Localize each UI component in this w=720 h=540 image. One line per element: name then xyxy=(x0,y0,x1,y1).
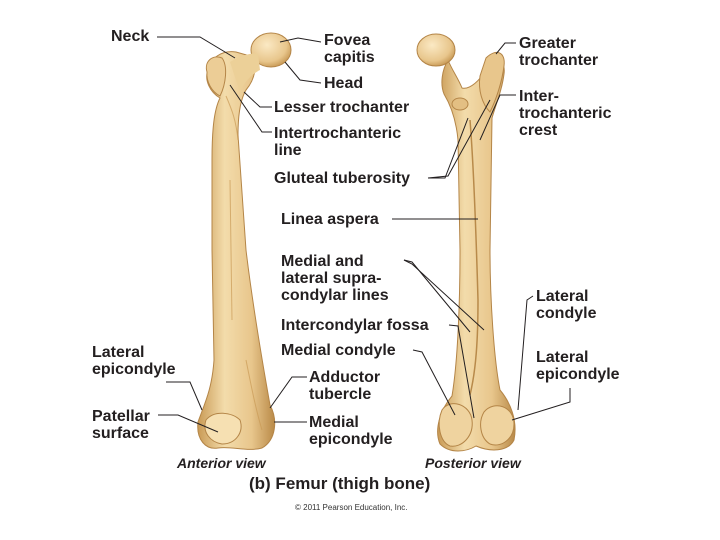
leader-supracondylar-a xyxy=(403,259,471,333)
label-medial-epicondyle: Medial epicondyle xyxy=(309,414,393,448)
posterior-view-label: Posterior view xyxy=(425,455,521,471)
label-neck: Neck xyxy=(111,28,150,45)
leader-lines xyxy=(157,36,571,433)
label-greater-trochanter: Greater trochanter xyxy=(519,35,599,69)
leader-lateral-epicondyle-right xyxy=(511,388,571,421)
label-intercondylar-fossa: Intercondylar fossa xyxy=(281,317,429,334)
leader-adductor-tubercle xyxy=(269,376,307,409)
label-linea-aspera: Linea aspera xyxy=(281,211,379,228)
label-supracondylar-lines: Medial and lateral supra- condylar lines xyxy=(281,253,389,304)
anterior-neck xyxy=(230,53,260,92)
label-lateral-epicondyle-right: Lateral epicondyle xyxy=(536,349,620,383)
label-fovea-capitis: Fovea capitis xyxy=(324,32,375,66)
label-gluteal-tuberosity: Gluteal tuberosity xyxy=(274,170,411,187)
anterior-shading xyxy=(225,95,263,431)
leader-intercondylar-fossa xyxy=(448,324,475,419)
posterior-medial-condyle xyxy=(438,403,473,447)
leader-medial-condyle xyxy=(412,349,456,416)
leader-gluteal-a xyxy=(428,117,469,179)
label-lesser-trochanter: Lesser trochanter xyxy=(274,99,410,116)
leader-head xyxy=(284,61,322,84)
copyright-notice: © 2011 Pearson Education, Inc. xyxy=(295,503,408,512)
figure-caption: (b) Femur (thigh bone) xyxy=(249,474,431,493)
posterior-femoral-head xyxy=(416,33,456,67)
leader-gluteal-b xyxy=(427,99,491,179)
posterior-lesser-trochanter xyxy=(451,97,469,111)
leader-neck xyxy=(157,36,236,59)
anterior-view-label: Anterior view xyxy=(177,455,266,471)
anterior-greater-trochanter xyxy=(205,56,227,97)
leader-patellar-surface xyxy=(158,414,219,433)
label-adductor-tubercle: Adductor tubercle xyxy=(309,369,381,403)
anterior-femur xyxy=(197,32,292,450)
leader-lesser-trochanter xyxy=(243,91,272,108)
posterior-linea-aspera xyxy=(469,119,479,396)
anterior-femur-body xyxy=(197,51,276,450)
posterior-femur xyxy=(416,33,516,452)
leader-fovea xyxy=(279,37,322,43)
label-head: Head xyxy=(324,75,364,92)
label-lateral-condyle: Lateral condyle xyxy=(536,288,597,322)
label-patellar-surface: Patellar surface xyxy=(92,408,150,442)
label-medial-condyle: Medial condyle xyxy=(281,342,396,359)
leader-intertrochanteric-crest xyxy=(479,94,516,141)
label-lateral-epicondyle-left: Lateral epicondyle xyxy=(92,344,176,378)
leader-greater-trochanter xyxy=(495,42,516,55)
anterior-patellar-surface xyxy=(204,412,242,445)
posterior-greater-trochanter xyxy=(479,51,505,113)
leader-lateral-epicondyle-left xyxy=(166,381,203,411)
label-intertrochanteric-crest: Inter- trochanteric crest xyxy=(519,88,612,139)
label-intertrochanteric-line: Intertrochanteric line xyxy=(274,125,402,159)
leader-lateral-condyle xyxy=(517,295,534,411)
leader-supracondylar-b xyxy=(403,259,485,331)
leader-intertrochanteric-line xyxy=(229,84,272,133)
posterior-lateral-condyle xyxy=(480,405,515,446)
